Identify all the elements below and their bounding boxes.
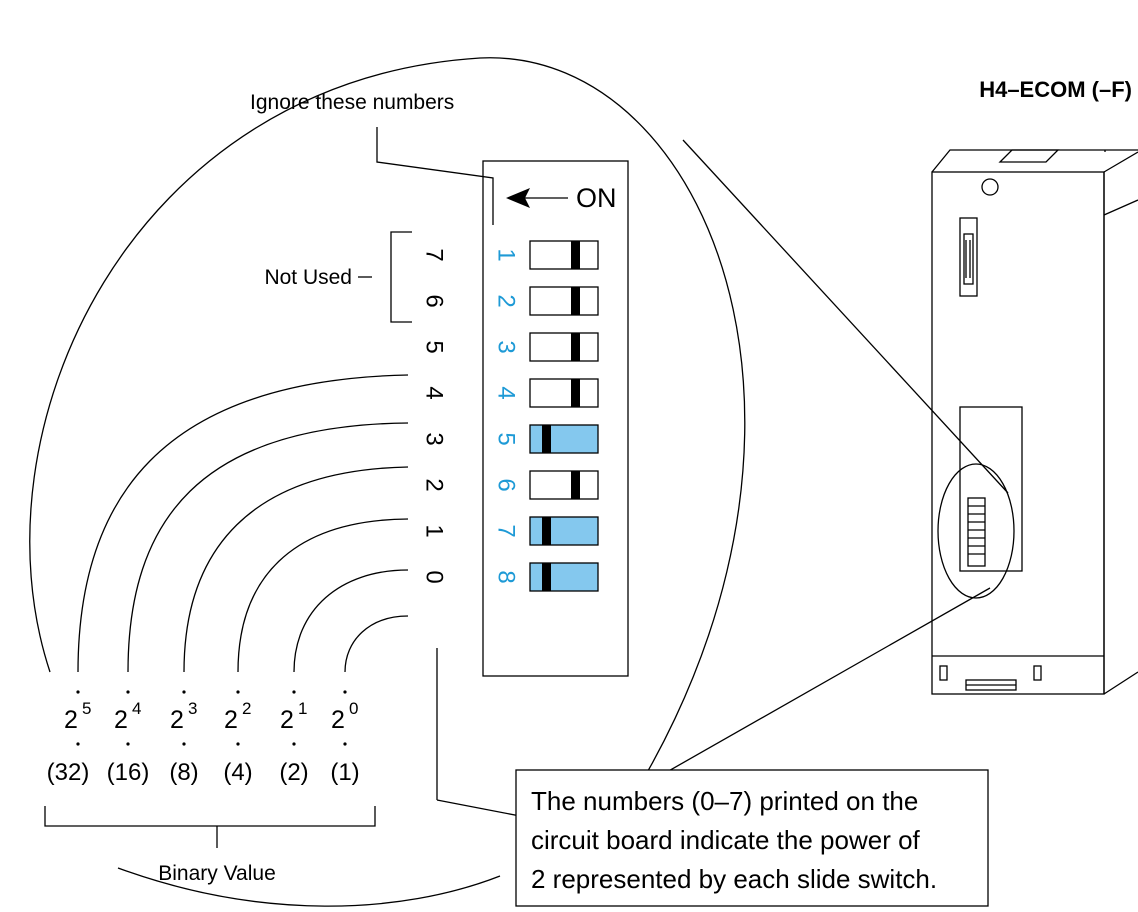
board-number: 0	[421, 570, 448, 583]
switch-number: 2	[493, 294, 520, 307]
dot-marker	[343, 742, 347, 746]
dot-marker	[236, 742, 240, 746]
slide-switch[interactable]	[529, 562, 599, 592]
switch-number: 4	[493, 386, 520, 399]
magnifier-circle-bottom	[117, 867, 501, 907]
switch-number: 7	[493, 524, 520, 537]
power-base: 2	[224, 706, 238, 734]
dot-marker	[292, 742, 296, 746]
power-value: (32)	[47, 759, 90, 786]
slide-switch-knob	[571, 471, 580, 499]
zoom-ellipse	[937, 463, 1015, 599]
slide-switch-knob	[542, 563, 551, 591]
power-base: 2	[331, 706, 345, 734]
power-value: (1)	[330, 759, 359, 786]
note-box	[515, 769, 989, 907]
power-exponent: 2	[242, 699, 251, 718]
switch-number: 3	[493, 340, 520, 353]
slide-switch[interactable]	[529, 240, 599, 270]
dot-marker	[343, 690, 347, 694]
board-number: 3	[421, 432, 448, 445]
dot-marker	[236, 690, 240, 694]
dip-switch-block	[482, 160, 629, 677]
binary-value-label: Binary Value	[158, 862, 276, 885]
switch-number: 5	[493, 432, 520, 445]
power-value: (16)	[107, 759, 150, 786]
power-exponent: 5	[82, 699, 91, 718]
note-line-1: The numbers (0–7) printed on the	[531, 786, 918, 816]
module-led-icon	[981, 178, 999, 196]
not-used-bracket	[390, 231, 412, 323]
board-number: 7	[421, 248, 448, 261]
power-exponent: 1	[298, 699, 307, 718]
slide-switch[interactable]	[529, 470, 599, 500]
power-base: 2	[280, 706, 294, 734]
slide-switch[interactable]	[529, 516, 599, 546]
h4-ecom-module: H4–ECOM (–F)	[931, 77, 1138, 695]
board-number: 5	[421, 340, 448, 353]
dot-marker	[292, 690, 296, 694]
board-number: 4	[421, 386, 448, 399]
on-arrow-icon	[506, 188, 568, 208]
dot-marker	[126, 690, 130, 694]
slide-switch[interactable]	[529, 424, 599, 454]
power-value: (2)	[279, 759, 308, 786]
power-exponent: 4	[132, 699, 141, 718]
board-number: 6	[421, 294, 448, 307]
dot-marker	[182, 742, 186, 746]
binary-value-bracket	[44, 806, 376, 827]
slide-switch[interactable]	[529, 378, 599, 408]
slide-switch-knob	[542, 517, 551, 545]
not-used-label: Not Used	[264, 266, 352, 289]
callout-line-top	[682, 139, 1009, 494]
magnifier-circle-outline	[29, 57, 746, 869]
power-base: 2	[114, 706, 128, 734]
slide-switch-knob	[571, 287, 580, 315]
note-line-3: 2 represented by each slide switch.	[531, 864, 937, 894]
slide-switch-knob	[571, 241, 580, 269]
switch-number: 6	[493, 478, 520, 491]
dot-marker	[126, 742, 130, 746]
on-label: ON	[576, 183, 617, 213]
board-number: 2	[421, 478, 448, 491]
power-value: (8)	[169, 759, 198, 786]
switch-number: 1	[493, 248, 520, 261]
slide-switch-knob	[571, 333, 580, 361]
dot-marker	[76, 690, 80, 694]
switch-number: 8	[493, 570, 520, 583]
slide-switch[interactable]	[529, 286, 599, 316]
slide-switch[interactable]	[529, 332, 599, 362]
board-number: 1	[421, 524, 448, 537]
power-exponent: 3	[188, 699, 197, 718]
slide-switch-knob	[571, 379, 580, 407]
slide-switch-knob	[542, 425, 551, 453]
power-exponent: 0	[349, 699, 358, 718]
ignore-numbers-label: Ignore these numbers	[250, 91, 454, 114]
dot-marker	[76, 742, 80, 746]
power-base: 2	[170, 706, 184, 734]
power-value: (4)	[223, 759, 252, 786]
module-title: H4–ECOM (–F)	[979, 77, 1132, 102]
power-base: 2	[64, 706, 78, 734]
note-line-2: circuit board indicate the power of	[531, 825, 921, 855]
dot-marker	[182, 690, 186, 694]
ignore-leader-line	[376, 127, 494, 225]
